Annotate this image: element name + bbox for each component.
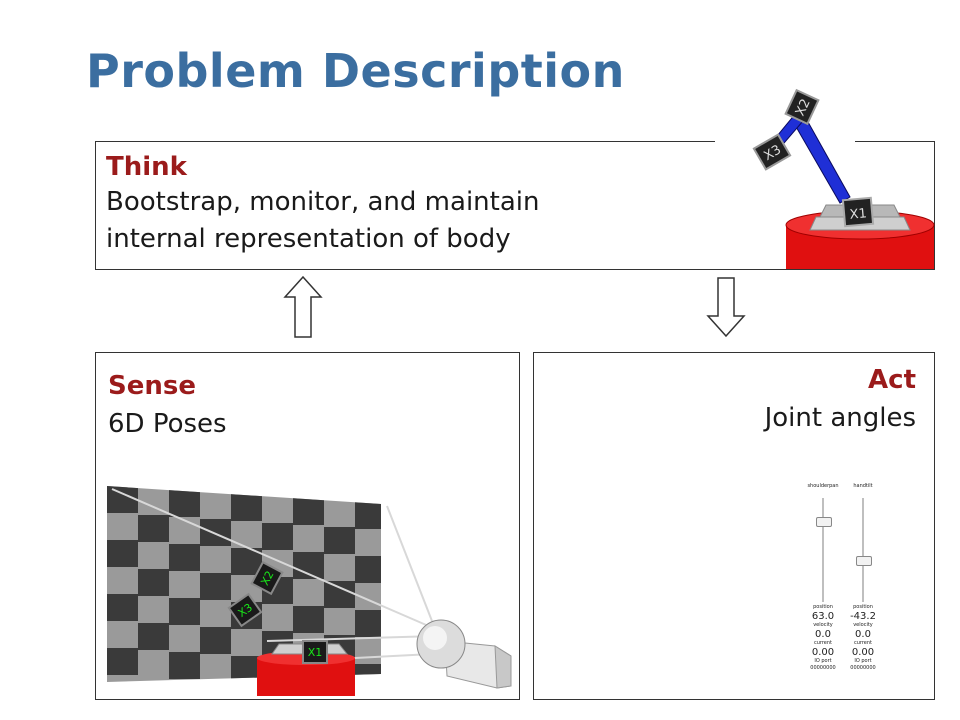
svg-text:X1: X1 (849, 206, 867, 222)
position-value: -43.2 (850, 611, 876, 622)
checker-square (200, 519, 231, 546)
sight-line-3 (266, 635, 438, 642)
joint-controls-panel: shoulderpan position 63.0 velocity 0.0 c… (803, 482, 883, 692)
checker-square (355, 610, 381, 637)
slider-track (862, 498, 864, 602)
checker-square (200, 627, 231, 654)
checker-square (138, 623, 169, 650)
checker-square (169, 652, 200, 679)
io-value: 00000000 (850, 665, 876, 671)
arrow-up (283, 275, 323, 338)
sense-heading: Sense (108, 371, 196, 401)
checker-square (324, 581, 355, 608)
slider-track (822, 498, 824, 602)
checker-square (169, 598, 200, 625)
io-label: IO port (854, 658, 872, 664)
think-text: Think Bootstrap, monitor, and maintain i… (106, 150, 539, 258)
velocity-label: velocity (813, 622, 833, 628)
sense-body: 6D Poses (108, 409, 227, 439)
checker-square (355, 556, 381, 583)
think-line-1: Bootstrap, monitor, and maintain (106, 187, 540, 217)
svg-text:X1: X1 (308, 646, 323, 659)
io-value: 00000000 (810, 665, 836, 671)
checker-square (231, 494, 262, 521)
svg-text:X2: X2 (258, 569, 276, 588)
joint-name: shoulderpan (807, 483, 839, 489)
checker-square (355, 502, 381, 529)
current-value: 0.00 (811, 647, 835, 658)
sense-text: Sense 6D Poses (108, 367, 227, 443)
checker-square (169, 490, 200, 517)
slider-thumb[interactable] (816, 517, 832, 528)
think-box: Think Bootstrap, monitor, and maintain i… (95, 141, 935, 270)
camera-checkerboard-illustration: X2 X3 X1 (107, 486, 512, 696)
svg-text:X2: X2 (793, 97, 814, 119)
velocity-label: velocity (853, 622, 873, 628)
checker-square (107, 648, 138, 675)
arrow-down (706, 277, 746, 338)
robot-arm-lower (794, 112, 851, 204)
act-text: Act Joint angles (765, 361, 916, 437)
velocity-value: 0.0 (855, 629, 871, 640)
checker-square (107, 540, 138, 567)
position-label: position (813, 604, 833, 610)
checker-square (200, 573, 231, 600)
page-title: Problem Description (86, 44, 625, 98)
robot-marker-x2: X2 (784, 88, 820, 126)
joint-control-shoulderpan: shoulderpan (803, 482, 843, 490)
checker-square (107, 594, 138, 621)
camera-marker-x1: X1 (302, 640, 328, 664)
act-body: Joint angles (764, 403, 916, 433)
slider-shoulderpan[interactable] (816, 498, 832, 602)
act-box: Act Joint angles (533, 352, 935, 700)
current-value: 0.00 (851, 647, 875, 658)
checker-square (138, 569, 169, 596)
checker-square (293, 498, 324, 525)
slider-handtilt[interactable] (856, 498, 872, 602)
checker-square (138, 515, 169, 542)
slider-thumb[interactable] (856, 555, 872, 566)
current-label: current (853, 640, 873, 646)
current-label: current (813, 640, 833, 646)
sight-line-1 (111, 488, 448, 635)
io-label: IO port (814, 658, 832, 664)
position-value: 63.0 (811, 611, 835, 622)
joint-name: handtilt (853, 483, 873, 489)
camera-marker-x2: X2 (250, 560, 284, 596)
checker-square (107, 486, 138, 513)
checker-square (169, 544, 200, 571)
position-label: position (853, 604, 873, 610)
svg-text:X3: X3 (762, 143, 784, 165)
act-heading: Act (868, 365, 916, 395)
camera-marker-x3: X3 (227, 592, 263, 628)
robot-marker-x1: X1 (841, 196, 875, 228)
sight-line-2 (386, 505, 433, 622)
checker-square (324, 527, 355, 554)
robot-marker-x3: X3 (752, 133, 792, 171)
checker-square (262, 523, 293, 550)
think-heading: Think (106, 152, 187, 182)
checker-square (355, 664, 381, 682)
robot-arm-illustration: X2 X3 X1 (715, 88, 935, 269)
joint-control-handtilt: handtilt (843, 482, 883, 490)
velocity-value: 0.0 (815, 629, 831, 640)
checker-square (293, 606, 324, 633)
think-line-2: internal representation of body (106, 224, 511, 254)
